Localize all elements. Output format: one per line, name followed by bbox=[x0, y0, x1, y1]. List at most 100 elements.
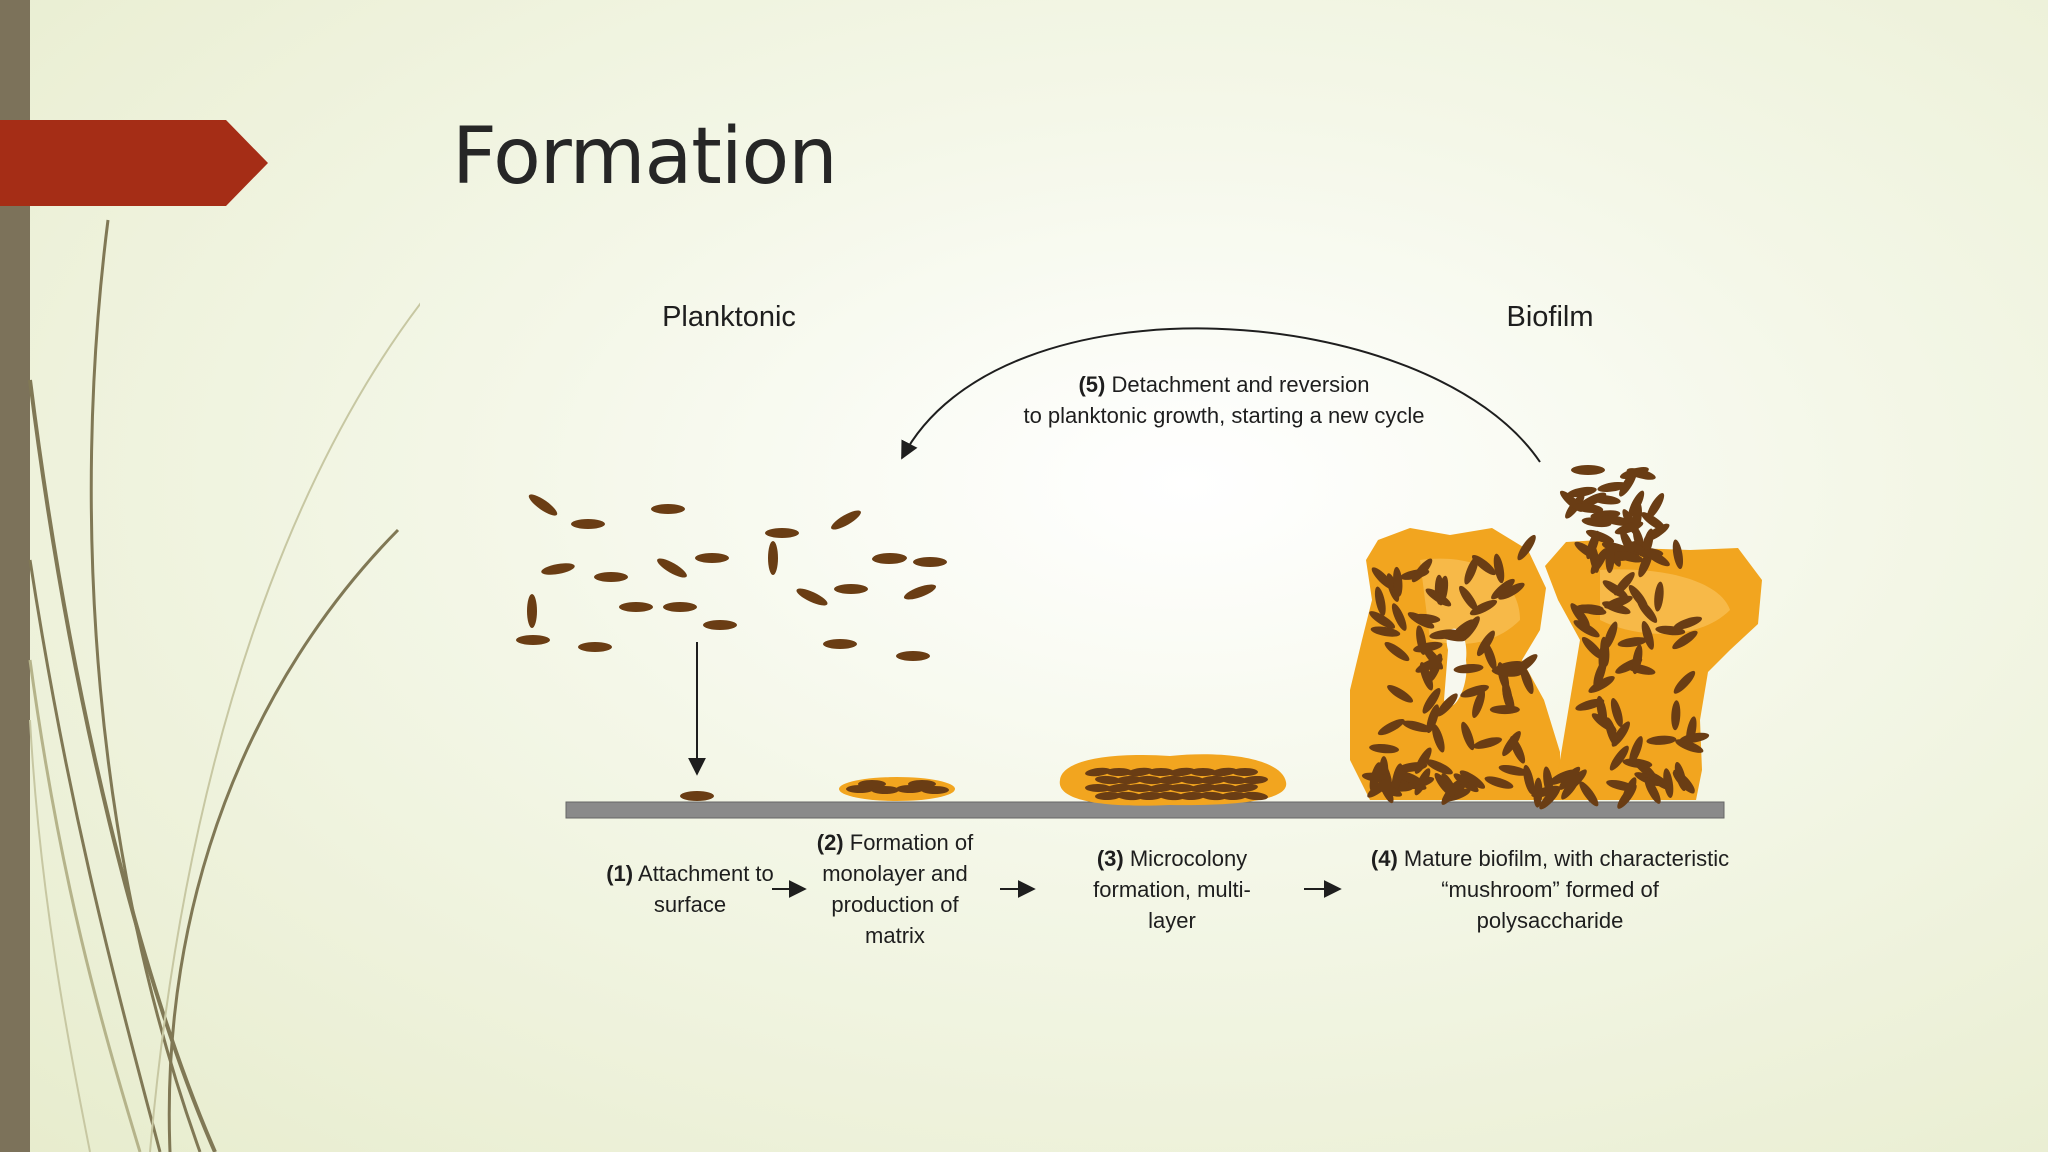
bacterium-cell bbox=[1394, 770, 1423, 785]
bacterium-cell bbox=[1369, 762, 1382, 792]
bacterium-cell bbox=[1593, 659, 1607, 689]
stage-2-text: Formation of monolayer and production of… bbox=[822, 830, 974, 948]
bacterium-cell bbox=[1601, 515, 1632, 526]
bacterium-cell bbox=[1169, 783, 1195, 793]
bacterium-cell bbox=[1179, 775, 1205, 785]
bacterium-cell bbox=[1604, 595, 1633, 609]
bacterium-cell bbox=[528, 494, 558, 516]
bacterium-cell bbox=[1393, 566, 1403, 597]
bacterium-cell bbox=[1671, 700, 1681, 731]
bacterium-cell bbox=[1116, 775, 1142, 785]
bacterium-cell bbox=[1579, 781, 1599, 807]
bacterium-cell bbox=[1211, 767, 1237, 777]
bacterium-cell bbox=[1629, 736, 1643, 765]
bacterium-cell bbox=[834, 584, 868, 594]
bacterium-cell bbox=[1137, 775, 1163, 785]
bacterium-cell bbox=[768, 541, 778, 575]
bacterium-cell bbox=[1232, 768, 1258, 776]
bacterium-cell bbox=[1600, 636, 1610, 667]
bacterium-cell bbox=[1484, 776, 1514, 789]
bacterium-cell bbox=[871, 786, 899, 794]
bacterium-cell bbox=[1459, 770, 1486, 789]
planktonic-label: Planktonic bbox=[662, 301, 796, 333]
bacterium-cell bbox=[831, 510, 861, 530]
bacterium-cell bbox=[527, 594, 537, 628]
bacterium-cell bbox=[1559, 766, 1581, 790]
bacterium-cell bbox=[1387, 685, 1414, 703]
bacterium-cell bbox=[1148, 768, 1174, 776]
stage-4-label: (4) Mature biofilm, with characteristic … bbox=[1371, 843, 1729, 936]
bacterium-cell bbox=[1561, 774, 1581, 800]
bacterium-cell bbox=[1095, 775, 1121, 785]
title-arrow-marker bbox=[0, 120, 268, 206]
bacterium-cell bbox=[873, 553, 907, 563]
bacterium-cell bbox=[1513, 654, 1538, 675]
bacterium-cell bbox=[1422, 687, 1441, 714]
bacterium-cell bbox=[1221, 775, 1247, 785]
bacterium-cell bbox=[703, 620, 737, 630]
bacterium-cell bbox=[1369, 743, 1400, 754]
bacterium-cell bbox=[1632, 644, 1643, 675]
bacterium-cell bbox=[695, 553, 729, 563]
bacterium-cell bbox=[1628, 490, 1645, 518]
bacterium-cell bbox=[1543, 766, 1553, 797]
bacterium-cell bbox=[1436, 693, 1458, 717]
bacterium-cell bbox=[1613, 572, 1635, 596]
bacterium-cell bbox=[908, 780, 936, 788]
bacterium-cell bbox=[1391, 603, 1407, 631]
bacterium-cell bbox=[1585, 529, 1615, 544]
bacterium-cell bbox=[1605, 543, 1615, 574]
bacterium-cell bbox=[1469, 599, 1498, 616]
bacterium-cell bbox=[1641, 620, 1654, 650]
bacterium-cell bbox=[1179, 791, 1205, 801]
stage-1-text: Attachment to surface bbox=[638, 861, 774, 917]
decorative-lines bbox=[28, 219, 420, 1152]
bacterium-cell bbox=[858, 780, 886, 788]
bacterium-cell bbox=[1426, 704, 1440, 734]
bacterium-cell bbox=[1377, 719, 1405, 736]
bacterium-cell bbox=[1646, 492, 1665, 520]
bacterium-cell bbox=[1523, 764, 1535, 795]
stage-3-text: Microcolony formation, multi- layer bbox=[1093, 846, 1251, 933]
bacterium-cell bbox=[1085, 767, 1111, 777]
stage-4-number: (4) bbox=[1370, 846, 1398, 871]
attached-bacterium bbox=[680, 791, 714, 801]
bacterium-cell bbox=[1643, 523, 1670, 542]
bacterium-cell bbox=[1679, 732, 1710, 744]
bacterium-cell bbox=[1591, 713, 1617, 733]
bacterium-cell bbox=[1626, 468, 1656, 480]
bacterium-cell bbox=[1402, 720, 1432, 733]
bacterium-cell bbox=[1614, 521, 1644, 535]
bacterium-cell bbox=[578, 642, 612, 652]
stage-5-number: (5) bbox=[1078, 372, 1106, 397]
bacterium-cell bbox=[1617, 637, 1648, 648]
bacterium-cell bbox=[1610, 698, 1623, 727]
bacterium-cell bbox=[1411, 558, 1433, 583]
bacterium-cell bbox=[1493, 553, 1505, 584]
bacterium-cell bbox=[1498, 764, 1529, 776]
stage-5-label: (5) Detachment and reversion to plankton… bbox=[1023, 369, 1424, 431]
bacterium-cell bbox=[1663, 768, 1674, 798]
bacterium-cell bbox=[1673, 616, 1703, 630]
bacterium-cell bbox=[1655, 625, 1686, 636]
bacterium-cell bbox=[1200, 775, 1226, 785]
bacterium-cell bbox=[1464, 556, 1479, 585]
stage-2-number: (2) bbox=[816, 830, 844, 855]
bacterium-cell bbox=[921, 786, 949, 794]
bacterium-cell bbox=[1581, 636, 1604, 660]
bacterium-cell bbox=[1517, 534, 1536, 561]
bacterium-cell bbox=[1450, 619, 1475, 640]
bacterium-cell bbox=[1461, 721, 1475, 751]
bacterium-cell bbox=[1674, 761, 1687, 792]
bacterium-cell bbox=[1491, 578, 1515, 600]
bacterium-cell bbox=[1483, 641, 1497, 670]
stage-1-number: (1) bbox=[606, 861, 634, 886]
bacterium-cell bbox=[1510, 736, 1526, 764]
bacterium-cell bbox=[1367, 777, 1392, 798]
bacterium-cell bbox=[1489, 705, 1520, 715]
bacterium-cell bbox=[1232, 783, 1258, 793]
bacterium-cell bbox=[1095, 791, 1121, 801]
bacterium-cell bbox=[1211, 783, 1237, 793]
bacterium-cell bbox=[1498, 582, 1525, 600]
